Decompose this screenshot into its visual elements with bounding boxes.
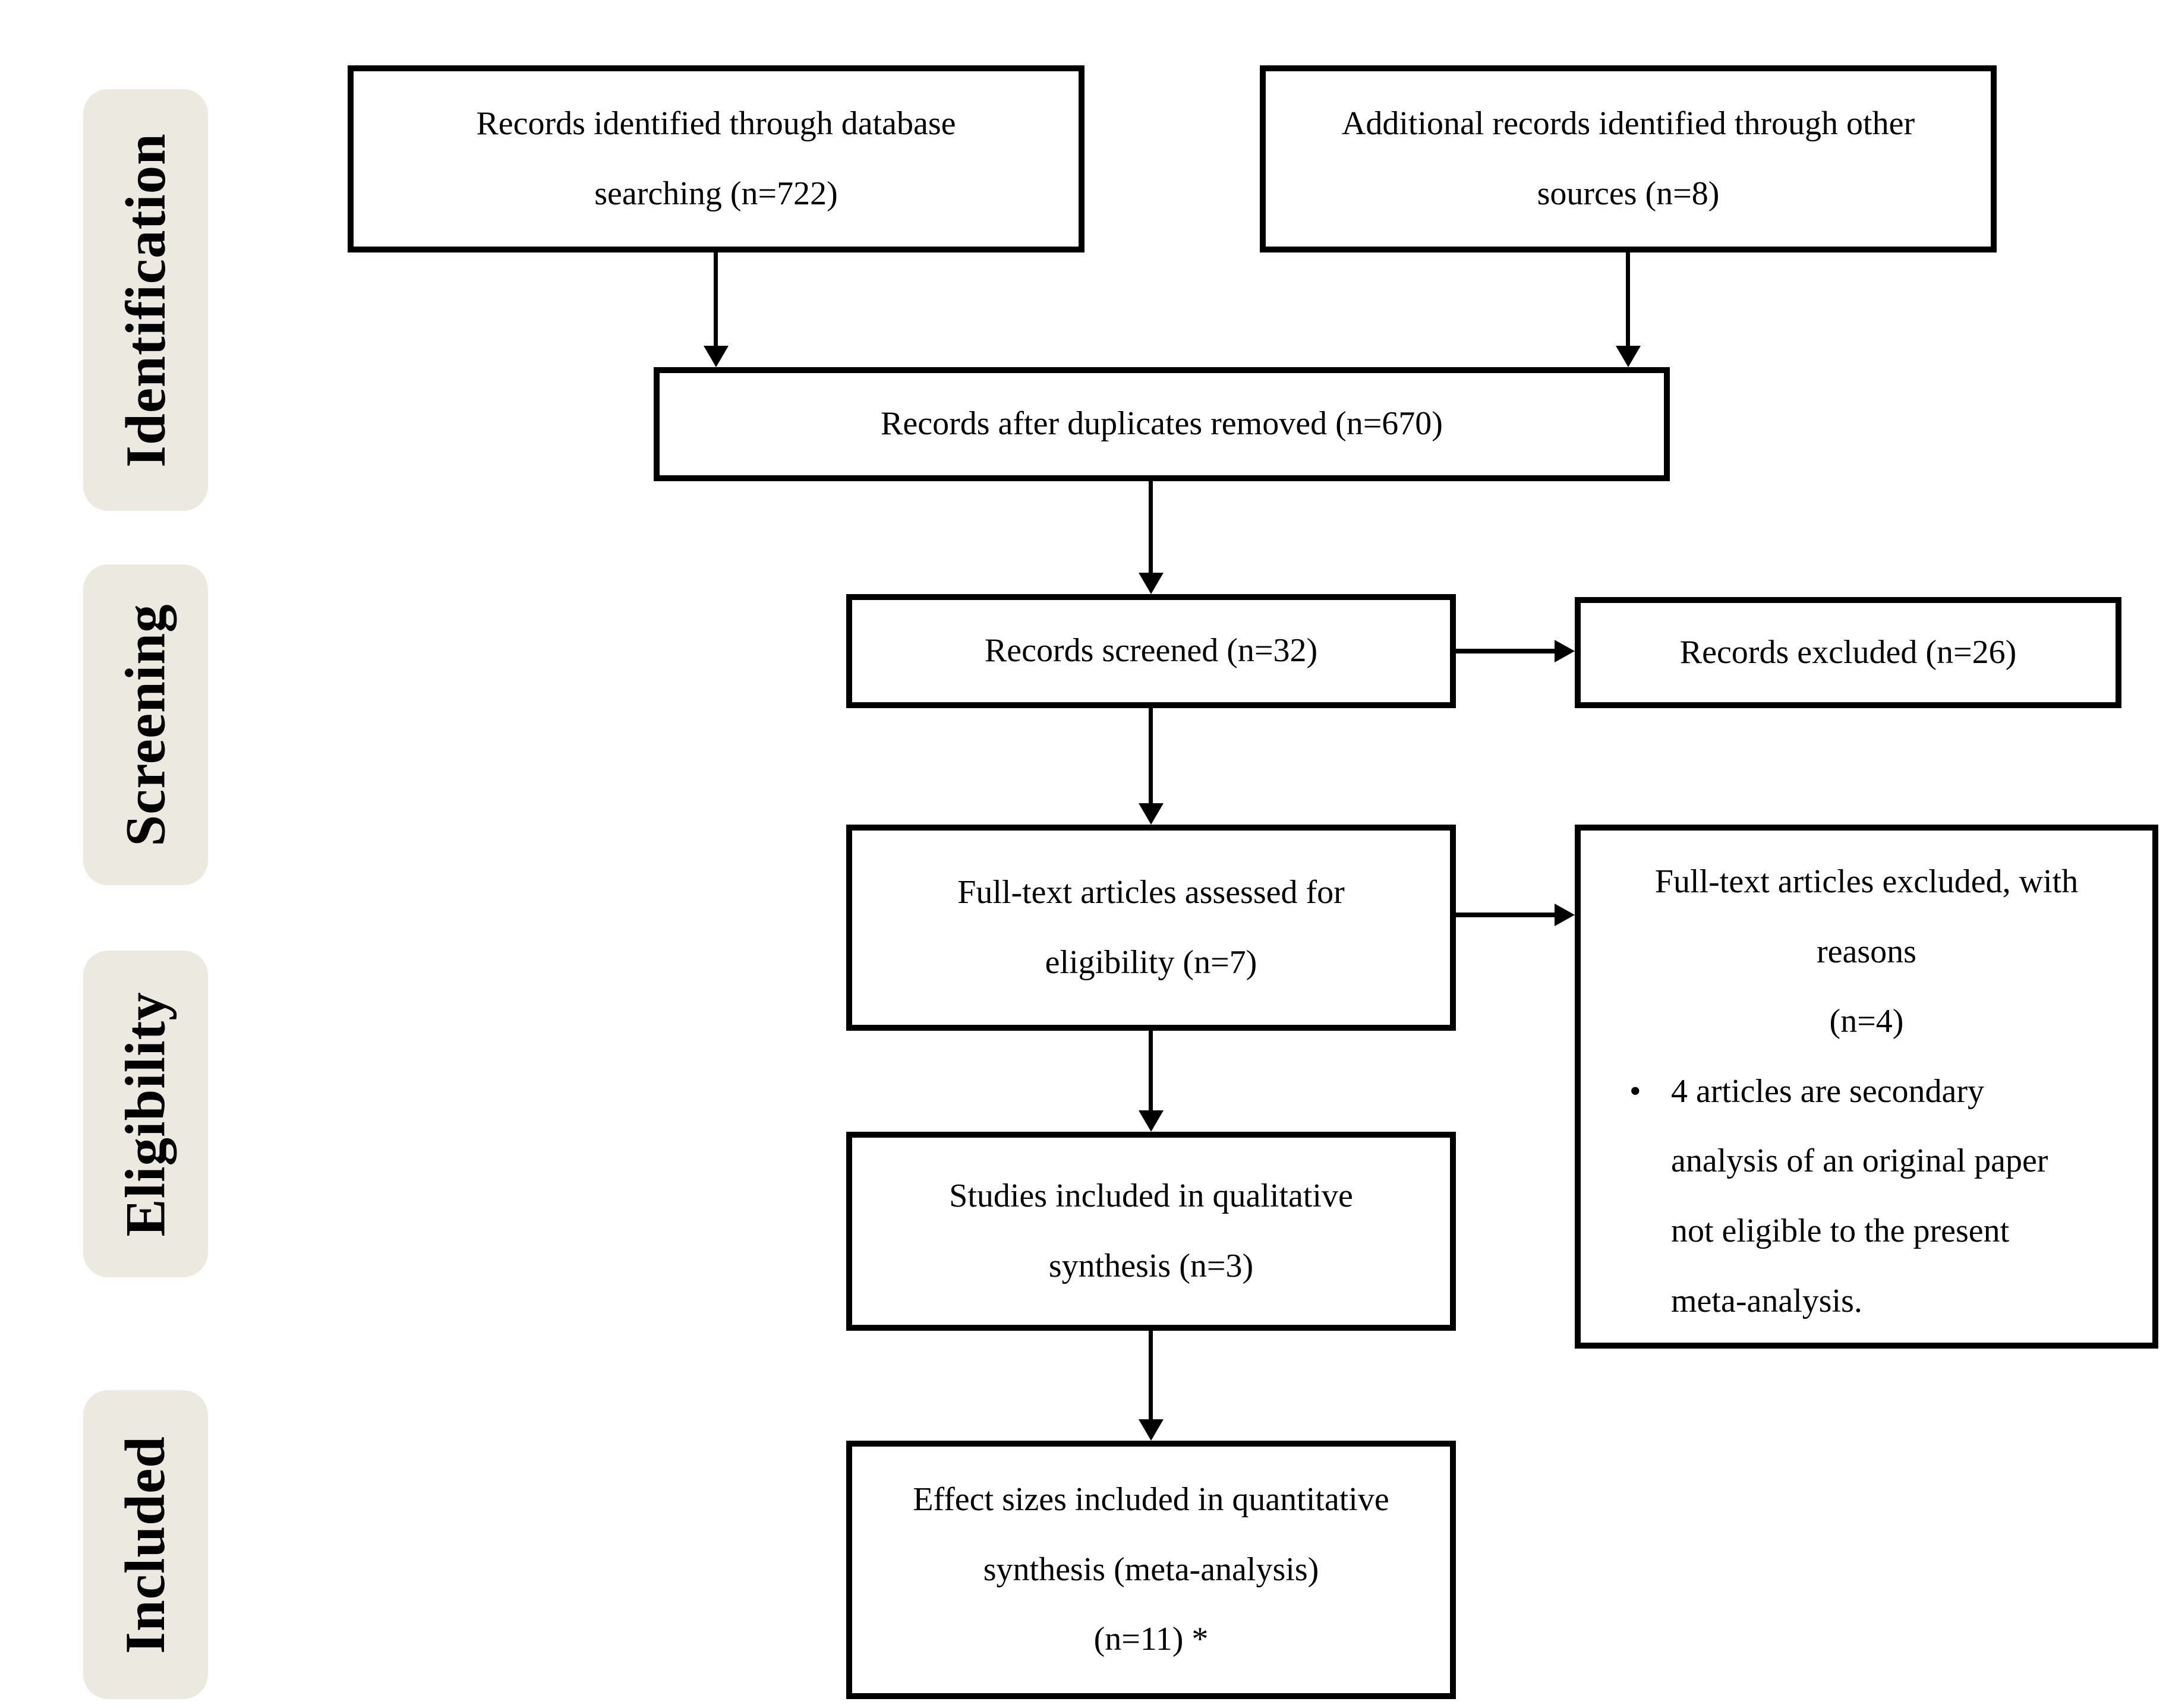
arrow-shaft — [1149, 481, 1153, 574]
box-additional-records-other-sources-text: Additional records identified through ot… — [1341, 105, 1915, 212]
arrow-shaft — [1456, 913, 1557, 917]
box-quantitative-synthesis: Effect sizes included in quantitative sy… — [846, 1441, 1456, 1699]
box-records-screened-text: Records screened (n=32) — [984, 632, 1318, 670]
arrow-shaft — [1149, 708, 1153, 805]
box-records-excluded-text: Records excluded (n=26) — [1679, 633, 2017, 671]
arrow-head — [1139, 1419, 1164, 1441]
arrow-shaft — [1149, 1031, 1153, 1112]
box-additional-records-other-sources: Additional records identified through ot… — [1260, 65, 1997, 252]
box-records-screened: Records screened (n=32) — [846, 594, 1456, 708]
arrow-head — [1555, 904, 1575, 926]
stage-label-screening-text: Screening — [114, 603, 177, 847]
box-fulltext-excluded-heading: Full-text articles excluded, with reason… — [1654, 863, 2079, 1040]
arrow-shaft — [1626, 252, 1630, 348]
box-records-after-duplicates-text: Records after duplicates removed (n=670) — [881, 405, 1443, 443]
stage-label-included: Included — [83, 1390, 208, 1699]
box-records-after-duplicates: Records after duplicates removed (n=670) — [654, 367, 1670, 481]
arrow-head — [1139, 573, 1164, 594]
stage-label-identification: Identification — [83, 89, 208, 511]
arrow-head — [1139, 1110, 1164, 1132]
bullet-icon: • — [1629, 1072, 1641, 1110]
arrow-head — [1555, 640, 1575, 662]
arrow-shaft — [1149, 1331, 1153, 1421]
box-records-identified-database: Records identified through database sear… — [348, 65, 1084, 252]
box-qualitative-synthesis: Studies included in qualitative synthesi… — [846, 1132, 1456, 1331]
box-records-excluded: Records excluded (n=26) — [1575, 597, 2121, 708]
arrow-head — [1139, 803, 1164, 825]
box-records-identified-database-text: Records identified through database sear… — [476, 105, 956, 212]
stage-label-screening: Screening — [83, 564, 208, 885]
box-fulltext-assessed: Full-text articles assessed for eligibil… — [846, 825, 1456, 1031]
stage-label-eligibility-text: Eligibility — [114, 991, 177, 1237]
arrow-shaft — [714, 252, 718, 348]
fulltext-excluded-reason-text: 4 articles are secondary analysis of an … — [1671, 1072, 2048, 1319]
stage-label-identification-text: Identification — [114, 132, 177, 468]
stage-label-included-text: Included — [114, 1435, 177, 1654]
stage-label-eligibility: Eligibility — [83, 951, 208, 1277]
box-fulltext-assessed-text: Full-text articles assessed for eligibil… — [957, 873, 1345, 981]
fulltext-excluded-bullet-item: • 4 articles are secondary analysis of a… — [1588, 1057, 2145, 1336]
box-qualitative-synthesis-text: Studies included in qualitative synthesi… — [949, 1177, 1353, 1284]
box-quantitative-synthesis-text: Effect sizes included in quantitative sy… — [913, 1481, 1389, 1658]
arrow-head — [704, 346, 729, 367]
box-fulltext-excluded-reasons: Full-text articles excluded, with reason… — [1575, 825, 2158, 1349]
arrow-shaft — [1456, 649, 1557, 653]
arrow-head — [1616, 346, 1641, 367]
